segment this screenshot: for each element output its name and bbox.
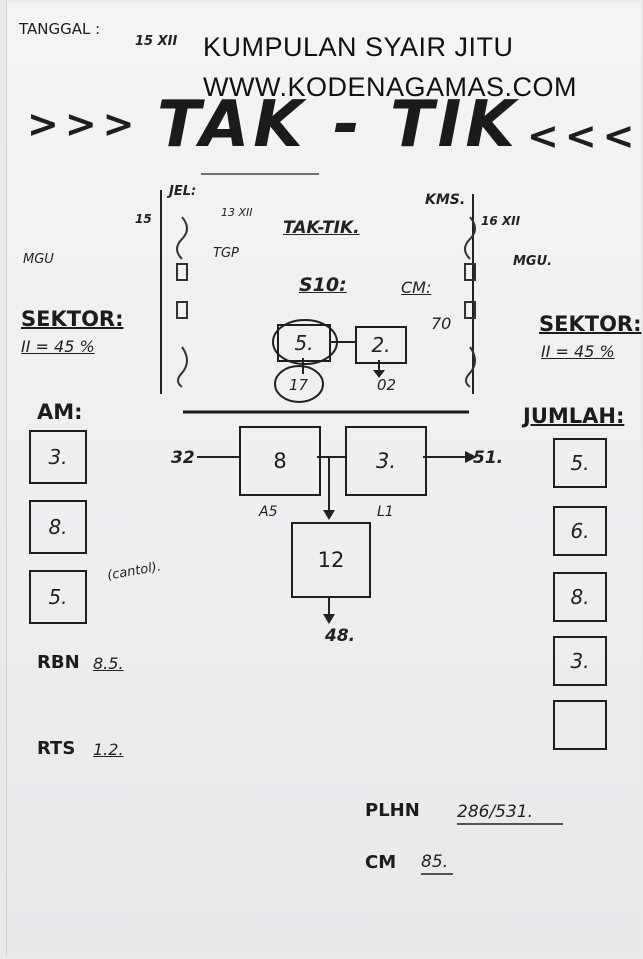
tanggal-label: TANGGAL : — [19, 20, 101, 38]
kms-label: KMS. — [425, 192, 466, 208]
cm-center-label: CM: — [401, 278, 432, 297]
rts-label: RTS — [37, 738, 76, 759]
am-box: 8. — [29, 500, 87, 554]
plhn-value: 286/531. — [457, 802, 534, 822]
plhn-label: PLHN — [365, 800, 420, 821]
s10-output-right: 02 — [377, 376, 397, 394]
jumlah-box — [553, 700, 607, 750]
left-mgu-note: MGU — [23, 252, 54, 267]
s10-box-left-value: 5. — [294, 331, 314, 355]
cm-footer-label: CM — [365, 852, 397, 873]
jumlah-box: 5. — [553, 438, 607, 488]
jumlah-box: 3. — [553, 636, 607, 686]
tgp-note: TGP — [213, 246, 239, 261]
jumlah-label: JUMLAH: — [523, 404, 625, 428]
diagram-lines — [160, 173, 563, 875]
center-tak-tik: TAK-TIK. — [283, 218, 360, 238]
cm-footer-value: 85. — [421, 852, 449, 872]
jel-number: 15 — [135, 212, 152, 226]
kms-date: 16 XII — [481, 214, 521, 228]
main-box-right-value: 3. — [375, 449, 397, 473]
rbn-label: RBN — [37, 652, 80, 673]
jel-date: 13 XII — [221, 206, 253, 219]
bottom-box-value: 12 — [317, 548, 345, 572]
s10-box-left: 5. — [277, 324, 331, 362]
jumlah-box-value: 3. — [570, 649, 590, 673]
right-sektor-value: II = 45 % — [541, 342, 615, 361]
right-sektor-label: SEKTOR: — [539, 312, 642, 336]
am-box: 3. — [29, 430, 87, 484]
main-left-input: 32 — [171, 448, 195, 468]
cm-center-value: 70 — [431, 314, 452, 333]
title-left-arrows: >>> — [27, 102, 141, 146]
am-label: AM: — [37, 400, 83, 424]
title-right-arrows: <<< — [527, 114, 641, 158]
page-title: TAK - TIK — [157, 88, 519, 162]
main-right-output: 51. — [473, 448, 504, 468]
worksheet-paper: TANGGAL : 15 XII KUMPULAN SYAIR JITU WWW… — [6, 2, 642, 956]
rbn-value: 8.5. — [93, 654, 124, 673]
jumlah-box-value: 5. — [570, 451, 590, 475]
s10-output-left: 17 — [289, 376, 309, 394]
jel-label: JEL: — [169, 184, 197, 199]
main-box-right: 3. — [345, 426, 427, 496]
overlay-title: KUMPULAN SYAIR JITU — [203, 32, 514, 62]
s10-label: S10: — [299, 274, 347, 296]
main-left-under: A5 — [259, 504, 278, 520]
s10-box-right-value: 2. — [371, 333, 391, 357]
bottom-box: 12 — [291, 522, 371, 598]
main-box-left: 8 — [239, 426, 321, 496]
tanggal-value: 15 XII — [135, 34, 178, 49]
bottom-output: 48. — [325, 626, 356, 646]
jumlah-box-value: 8. — [570, 585, 590, 609]
overlay-website: WWW.KODENAGAMAS.COM — [203, 72, 577, 102]
jumlah-box: 6. — [553, 506, 607, 556]
rts-value: 1.2. — [93, 740, 124, 759]
am-box-value: 5. — [48, 585, 68, 609]
am-box-value: 8. — [48, 515, 68, 539]
right-mgu-note: MGU. — [513, 254, 553, 269]
s10-box-right: 2. — [355, 326, 407, 364]
main-right-under: L1 — [377, 504, 394, 520]
jumlah-box: 8. — [553, 572, 607, 622]
left-sektor-value: II = 45 % — [21, 337, 95, 356]
main-box-left-value: 8 — [273, 449, 287, 473]
jumlah-box-value: 6. — [570, 519, 590, 543]
am-box-value: 3. — [48, 445, 68, 469]
left-sektor-label: SEKTOR: — [21, 307, 124, 331]
am-box: 5. — [29, 570, 87, 624]
